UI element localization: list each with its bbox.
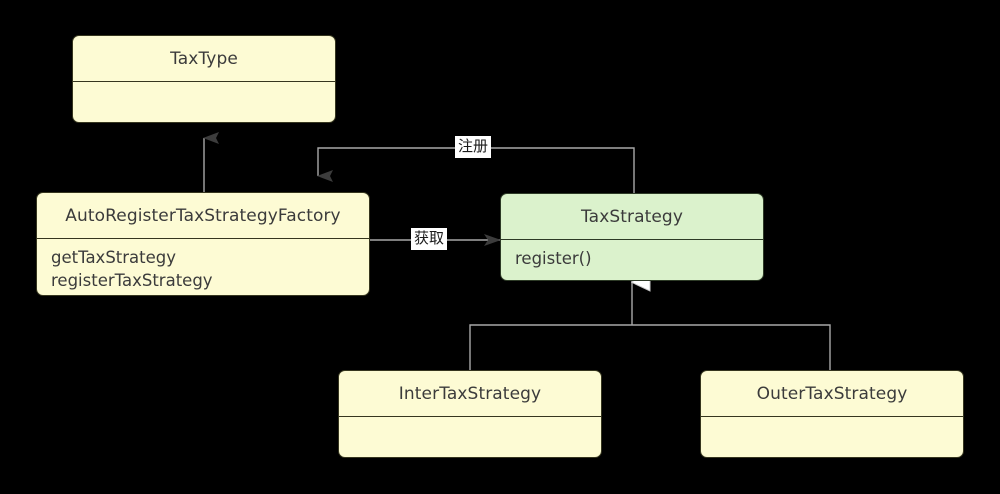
class-divider: [701, 416, 963, 417]
class-member: register(): [515, 249, 592, 268]
edge-label-get: 获取: [411, 228, 448, 250]
class-members-auto-register-tax-strategy-factory: getTaxStrategy registerTaxStrategy: [37, 239, 369, 295]
class-divider: [339, 416, 601, 417]
class-box-taxtype[interactable]: TaxType: [72, 35, 336, 123]
class-name-taxstrategy: TaxStrategy: [581, 206, 683, 227]
class-box-taxstrategy[interactable]: TaxStrategy register(): [500, 193, 764, 281]
class-member: getTaxStrategy: [51, 248, 177, 267]
class-divider: [37, 238, 369, 239]
class-members-taxtype: [73, 82, 335, 122]
class-member: registerTaxStrategy: [51, 271, 213, 291]
class-divider: [73, 81, 335, 82]
edge-generalization-tree: [469, 282, 831, 370]
class-members-intertaxstrategy: [339, 417, 601, 457]
class-name-intertaxstrategy: InterTaxStrategy: [398, 383, 542, 404]
class-name-auto-register-tax-strategy-factory: AutoRegisterTaxStrategyFactory: [65, 205, 341, 226]
class-box-outertaxstrategy[interactable]: OuterTaxStrategy: [700, 370, 964, 458]
class-members-taxstrategy: register(): [501, 240, 763, 280]
class-box-intertaxstrategy[interactable]: InterTaxStrategy: [338, 370, 602, 458]
class-box-auto-register-tax-strategy-factory[interactable]: AutoRegisterTaxStrategyFactory getTaxStr…: [36, 192, 370, 296]
class-members-outertaxstrategy: [701, 417, 963, 457]
class-divider: [501, 239, 763, 240]
class-name-taxtype: TaxType: [170, 48, 238, 69]
edge-label-register: 注册: [455, 136, 492, 158]
class-name-outertaxstrategy: OuterTaxStrategy: [756, 383, 908, 404]
